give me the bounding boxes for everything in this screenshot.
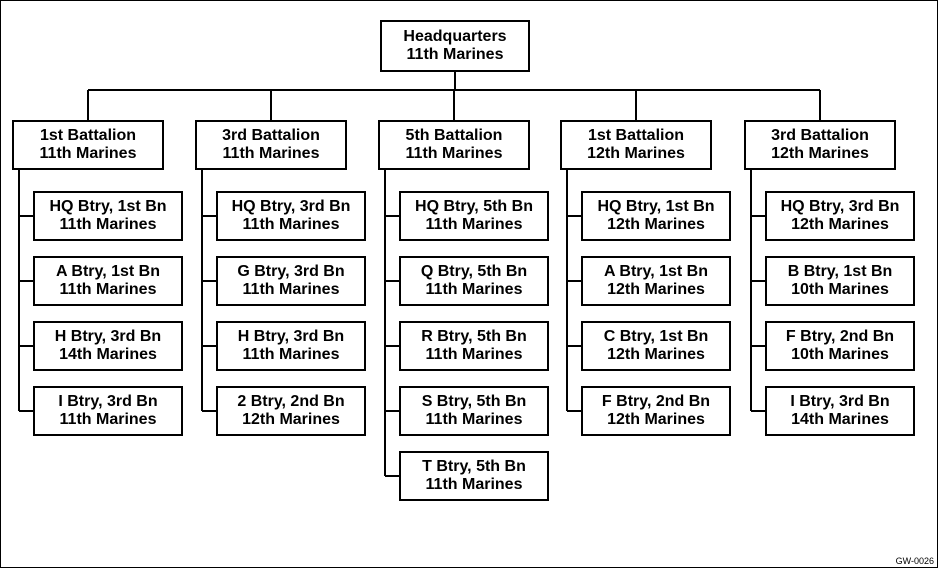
battery-node-3-1-line1: HQ Btry, 5th Bn: [415, 198, 533, 215]
battery-node-5-2-line1: B Btry, 1st Bn: [787, 263, 893, 280]
root-node-headquarters-line2: 11th Marines: [406, 46, 504, 63]
battery-node-2-2-line1: G Btry, 3rd Bn: [237, 263, 345, 280]
battery-node-3-2-line1: Q Btry, 5th Bn: [420, 263, 528, 280]
battery-node-2-1-line2: 11th Marines: [242, 216, 340, 233]
battery-node-5-4-line1: I Btry, 3rd Bn: [790, 393, 890, 410]
battery-node-4-1-line2: 12th Marines: [607, 216, 705, 233]
battery-node-2-4-line1: 2 Btry, 2nd Bn: [237, 393, 345, 410]
battery-node-3-4-line1: S Btry, 5th Bn: [421, 393, 527, 410]
battalion-node-1-line2: 11th Marines: [39, 145, 137, 162]
battalion-node-1-line1: 1st Battalion: [39, 127, 136, 144]
battalion-node-2-line1: 3rd Battalion: [222, 127, 320, 144]
battery-node-3-3-line1: R Btry, 5th Bn: [421, 328, 527, 345]
battery-node-1-3-line2: 14th Marines: [59, 346, 157, 363]
battery-node-2-4-line2: 12th Marines: [242, 411, 340, 428]
battalion-node-4-line1: 1st Battalion: [587, 127, 684, 144]
battery-node-2-1-line1: HQ Btry, 3rd Bn: [231, 198, 351, 215]
battery-node-5-3-line1: F Btry, 2nd Bn: [785, 328, 895, 345]
battery-node-3-3-line2: 11th Marines: [425, 346, 523, 363]
battery-node-4-3-line2: 12th Marines: [607, 346, 705, 363]
battalion-node-2-line2: 11th Marines: [222, 145, 320, 162]
battalion-node-5-line1: 3rd Battalion: [771, 127, 869, 144]
battery-node-1-2-line1: A Btry, 1st Bn: [55, 263, 160, 280]
battery-node-4-4-line2: 12th Marines: [607, 411, 705, 428]
battery-node-5-3-line2: 10th Marines: [791, 346, 889, 363]
battery-node-5-2-line2: 10th Marines: [791, 281, 889, 298]
battery-node-1-1-line2: 11th Marines: [59, 216, 157, 233]
battery-node-3-1-line2: 11th Marines: [425, 216, 523, 233]
battery-node-3-2-line2: 11th Marines: [425, 281, 523, 298]
battalion-node-4-line2: 12th Marines: [587, 145, 685, 162]
battery-node-5-4-line2: 14th Marines: [791, 411, 889, 428]
battery-node-1-4-line2: 11th Marines: [59, 411, 157, 428]
battery-node-4-2-line1: A Btry, 1st Bn: [603, 263, 708, 280]
battery-node-5-1-line2: 12th Marines: [791, 216, 889, 233]
battalion-node-3-line1: 5th Battalion: [405, 127, 503, 144]
battery-node-2-3-line2: 11th Marines: [242, 346, 340, 363]
battery-node-5-1-line1: HQ Btry, 3rd Bn: [780, 198, 900, 215]
battery-node-4-3-line1: C Btry, 1st Bn: [603, 328, 709, 345]
battery-node-4-4-line1: F Btry, 2nd Bn: [601, 393, 711, 410]
battalion-node-5-line2: 12th Marines: [771, 145, 869, 162]
battery-node-1-4-line1: I Btry, 3rd Bn: [58, 393, 158, 410]
battery-node-3-4-line2: 11th Marines: [425, 411, 523, 428]
figure-id: GW-0026: [895, 556, 934, 566]
battery-node-4-1-line1: HQ Btry, 1st Bn: [597, 198, 715, 215]
battery-node-2-2-line2: 11th Marines: [242, 281, 340, 298]
battery-node-1-1-line1: HQ Btry, 1st Bn: [49, 198, 167, 215]
battery-node-1-3-line1: H Btry, 3rd Bn: [54, 328, 162, 345]
battalion-node-3-line2: 11th Marines: [405, 145, 503, 162]
battery-node-2-3-line1: H Btry, 3rd Bn: [237, 328, 345, 345]
root-node-headquarters-line1: Headquarters: [403, 28, 507, 45]
battery-node-3-5-line1: T Btry, 5th Bn: [422, 458, 526, 475]
battery-node-3-5-line2: 11th Marines: [425, 476, 523, 493]
battery-node-1-2-line2: 11th Marines: [59, 281, 157, 298]
battery-node-4-2-line2: 12th Marines: [607, 281, 705, 298]
